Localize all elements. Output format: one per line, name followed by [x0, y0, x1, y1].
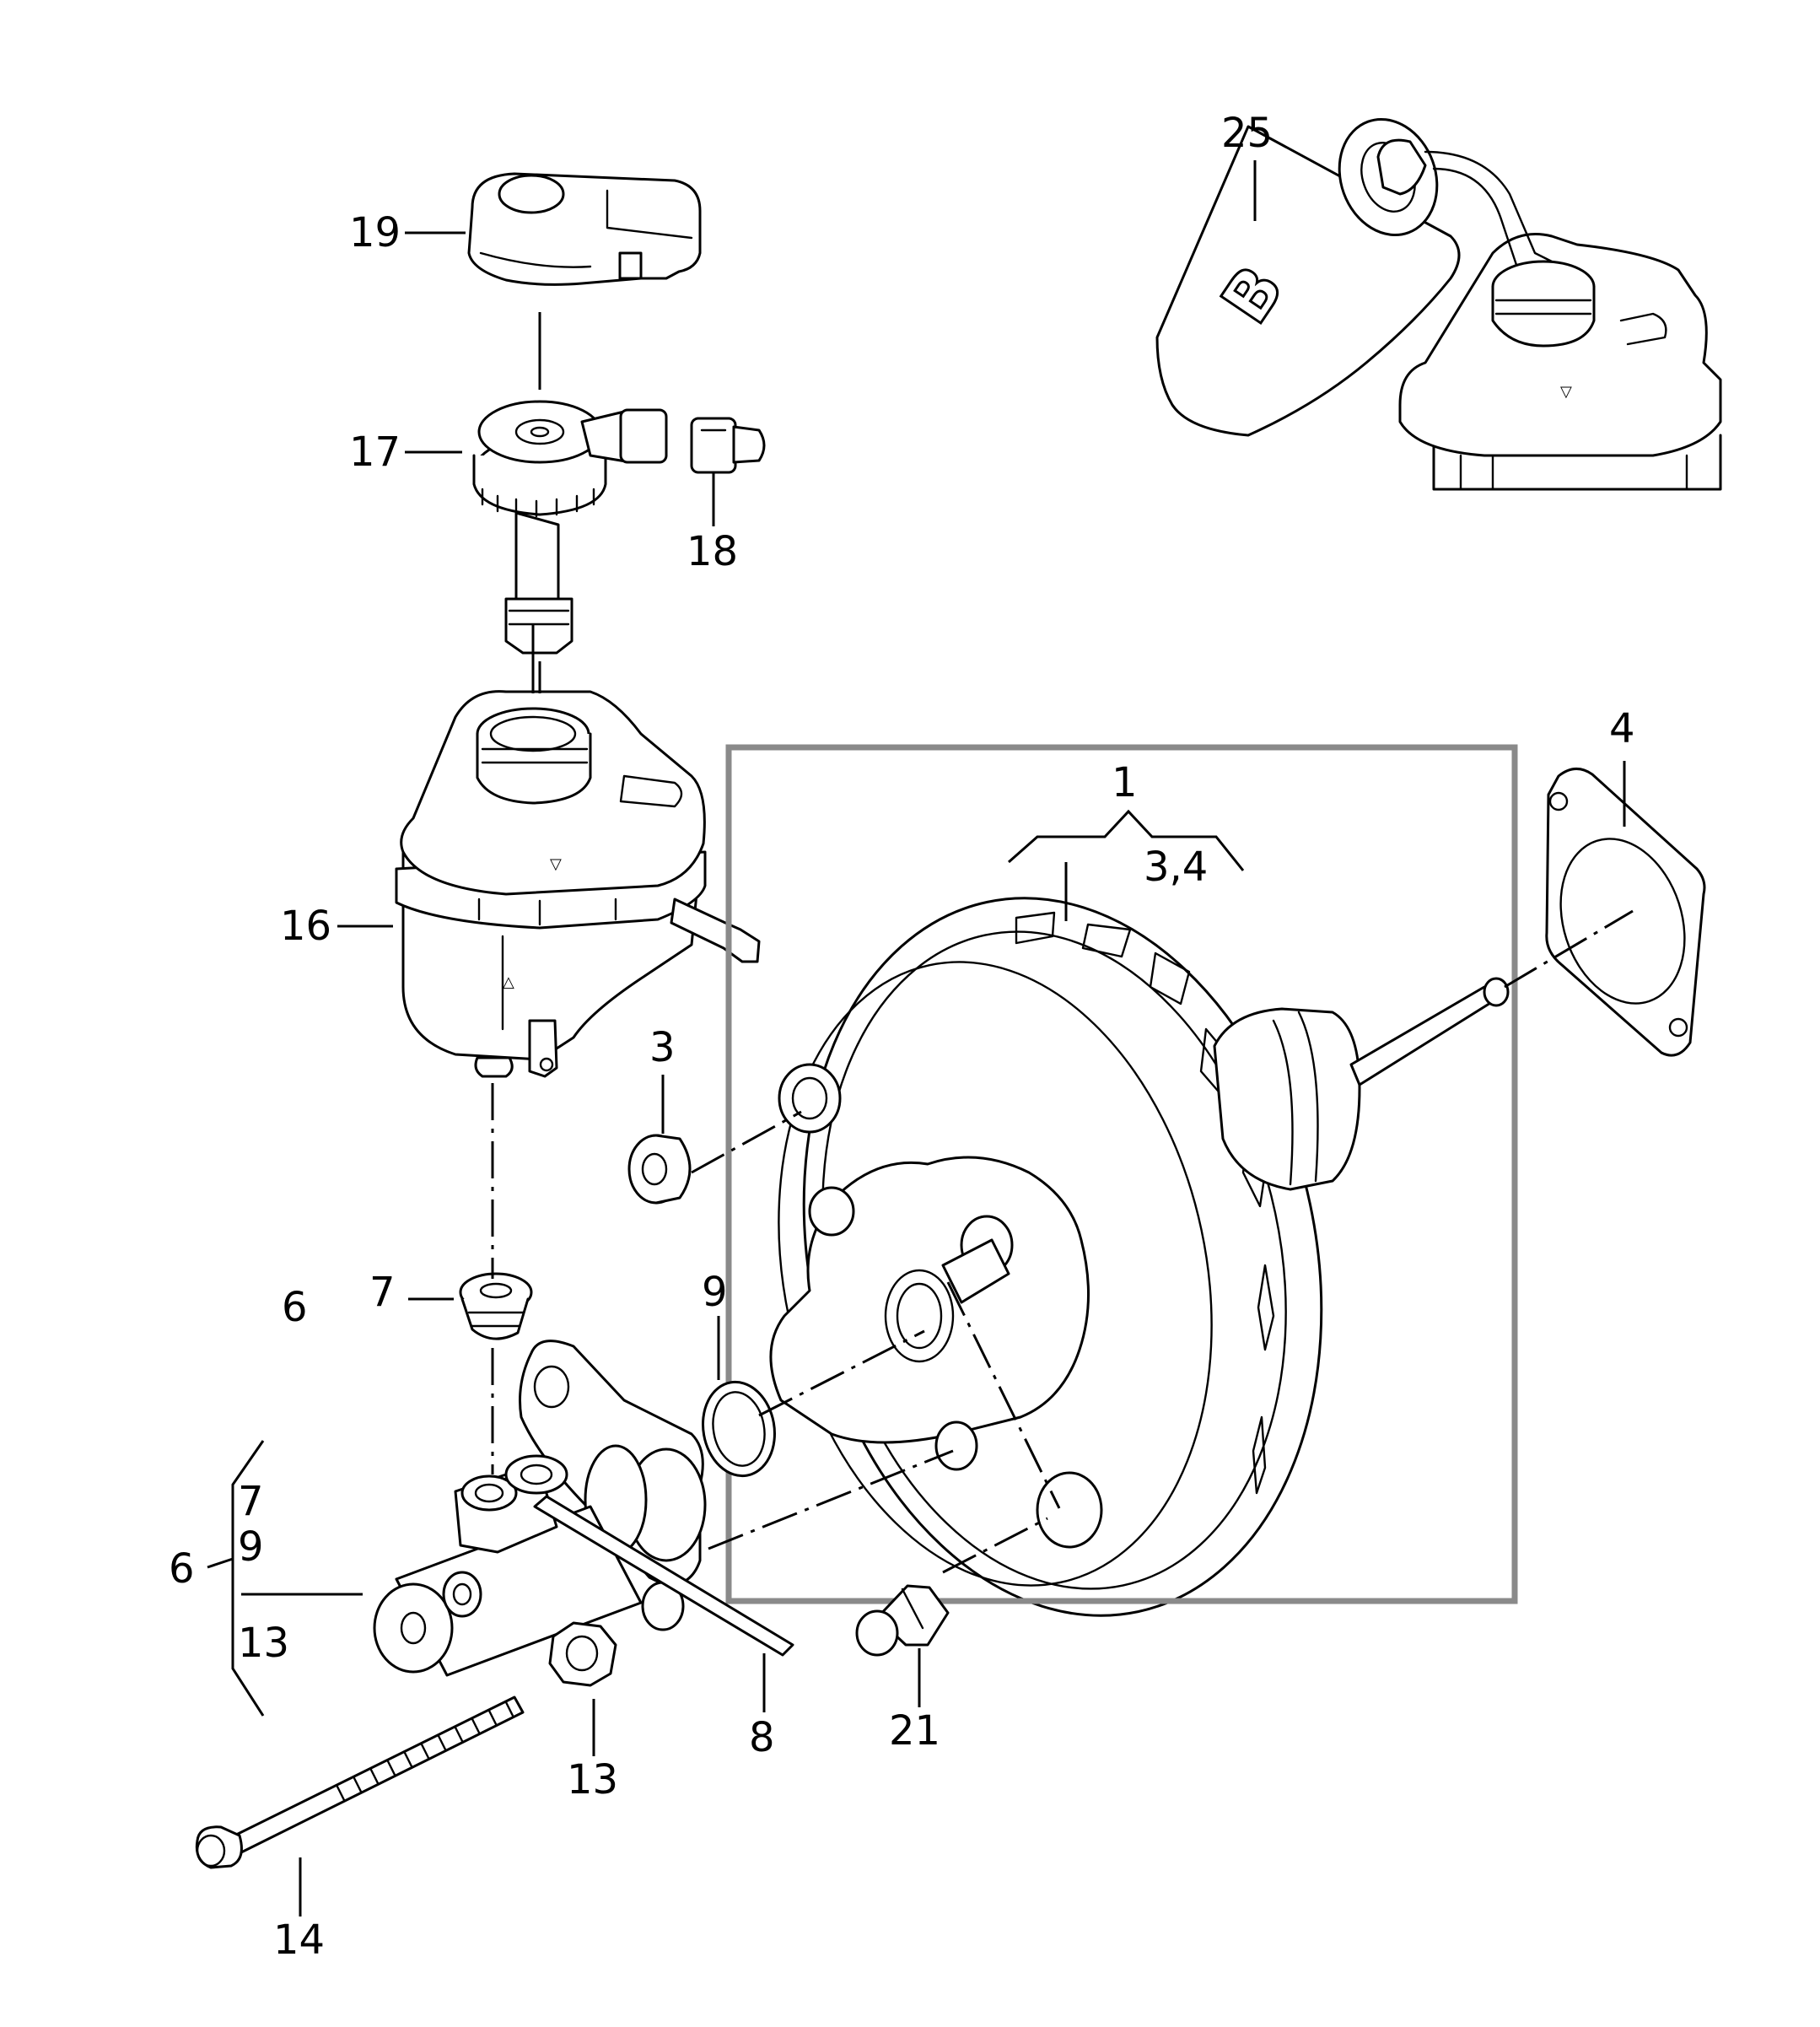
- part-21-nut: [855, 1584, 950, 1657]
- part-1-brake-booster: [769, 897, 1510, 1617]
- part-25-bottle-detail: B ▽: [1155, 117, 1722, 491]
- part-18-connector: [690, 417, 766, 474]
- callout-group-7: 7: [238, 1478, 264, 1525]
- callout-25: 25: [1221, 110, 1273, 157]
- callout-19: 19: [349, 209, 401, 256]
- callout-4: 4: [1609, 705, 1635, 752]
- part-3-plug: [627, 1134, 692, 1205]
- part-17-sensor-cap: [472, 400, 668, 655]
- part-4-gasket: [1545, 768, 1706, 1057]
- callout-18: 18: [687, 528, 738, 575]
- callout-8: 8: [749, 1714, 775, 1761]
- booster-highlight-box: [725, 744, 1518, 1604]
- callout-3-4: 3,4: [1144, 844, 1208, 891]
- callout-3: 3: [649, 1024, 676, 1071]
- callout-6-group: 6: [169, 1545, 195, 1593]
- part-9-o-ring: [702, 1380, 776, 1478]
- callout-1: 1: [1112, 759, 1138, 806]
- detail-level-arrow: ▽: [1560, 383, 1572, 401]
- callout-group-13: 13: [238, 1620, 289, 1667]
- callout-16: 16: [280, 903, 331, 950]
- part-8-pin: [533, 1495, 794, 1657]
- part-13-nut: [548, 1621, 617, 1687]
- reservoir-level-arrow: ▽: [550, 855, 562, 873]
- callout-13: 13: [567, 1756, 618, 1803]
- callout-7: 7: [369, 1269, 396, 1316]
- callout-group-9: 9: [238, 1523, 264, 1571]
- callout-9: 9: [702, 1269, 728, 1316]
- part-14-bolt: [195, 1695, 525, 1869]
- callout-6-top: 6: [282, 1284, 308, 1331]
- part-6-master-cylinder: [373, 1340, 707, 1677]
- part-7-seal: [459, 1272, 533, 1340]
- callout-14: 14: [273, 1916, 325, 1964]
- part-19-cap: [467, 172, 702, 286]
- part-16-reservoir: [395, 690, 761, 1078]
- reservoir-side-arrow: △: [503, 973, 514, 991]
- callout-17: 17: [349, 429, 401, 476]
- callout-21: 21: [889, 1707, 940, 1755]
